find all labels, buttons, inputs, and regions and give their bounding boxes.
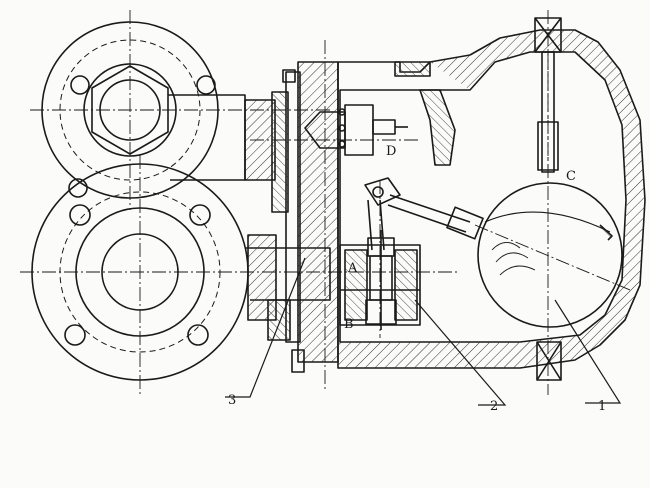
bolt-hole-icon bbox=[64, 324, 86, 346]
air-vent-assembly bbox=[304, 104, 408, 156]
valve-seat-assembly bbox=[339, 230, 421, 330]
callout-2: 2 bbox=[490, 399, 498, 414]
bolt-hole-icon bbox=[189, 204, 211, 226]
top-bracket bbox=[394, 61, 456, 166]
label-c: C bbox=[566, 169, 576, 184]
bolt-hole-icon bbox=[196, 75, 216, 95]
bolt-hole-icon bbox=[69, 204, 91, 226]
leader-lines bbox=[225, 257, 622, 406]
bolt-hole-icon bbox=[70, 75, 90, 95]
label-b: B bbox=[344, 317, 354, 332]
label-a: A bbox=[347, 261, 358, 276]
float-ball bbox=[477, 182, 623, 328]
bolt-hole-icon bbox=[68, 178, 88, 198]
bolt-hole-icon bbox=[187, 324, 209, 346]
label-d: D bbox=[386, 144, 396, 159]
callout-1: 1 bbox=[598, 399, 606, 414]
callout-3: 3 bbox=[228, 393, 236, 408]
lever-arm bbox=[364, 177, 484, 251]
center-lines bbox=[20, 10, 631, 395]
